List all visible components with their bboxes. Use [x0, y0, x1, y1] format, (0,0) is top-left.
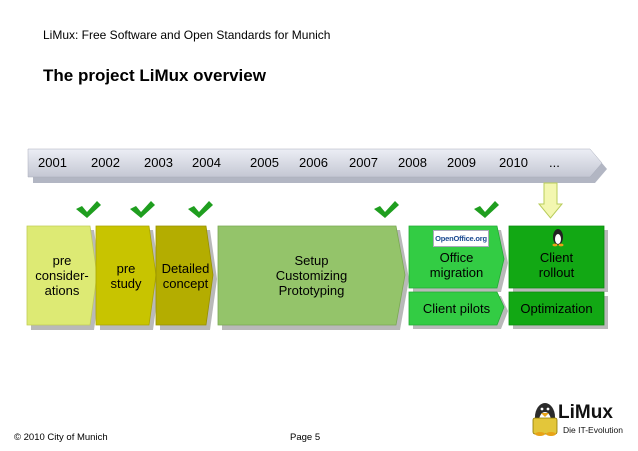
footer-page-number: Page 5	[290, 432, 321, 443]
limux-logo-text: LiMux	[558, 402, 613, 423]
phase-setup	[217, 225, 406, 326]
slide-title: The project LiMux overview	[43, 66, 266, 85]
phase-label-setup: Setup Customizing Prototyping	[275, 253, 348, 298]
phase-label-client-pilots: Client pilots	[422, 301, 491, 316]
phase-client-rollout	[508, 225, 605, 289]
year-label: 2002	[91, 155, 120, 170]
year-label: 2004	[192, 155, 221, 170]
footer-copyright: © 2010 City of Munich	[14, 432, 108, 443]
phase-label-pre-study: pre study	[110, 260, 142, 291]
phase-pre-considerations	[26, 225, 98, 326]
check-icon	[130, 201, 155, 218]
year-label: 2008	[398, 155, 427, 170]
year-label: 2010	[499, 155, 528, 170]
phase-client-pilots	[408, 291, 505, 326]
year-label: 2007	[349, 155, 378, 170]
phase-label-pre-considerations: pre consider- ations	[35, 253, 89, 298]
presentation-subtitle: LiMux: Free Software and Open Standards …	[43, 28, 331, 42]
year-label: 2006	[299, 155, 328, 170]
year-label: 2003	[144, 155, 173, 170]
phase-pre-study	[95, 225, 157, 326]
timeline-arrow-face	[27, 148, 603, 178]
phase-label-client-rollout: Client rollout	[538, 250, 575, 280]
phase-detailed-concept	[155, 225, 214, 326]
phase-optimization	[508, 291, 605, 326]
phase-label-detailed-concept: Detailed concept	[161, 260, 210, 291]
check-icon	[374, 201, 399, 218]
check-icon	[474, 201, 499, 218]
phase-label-office-migration: Office migration	[429, 250, 484, 280]
down-arrow-icon	[537, 182, 564, 219]
openoffice-logo-icon: OpenOffice.org	[433, 230, 489, 247]
check-icon	[188, 201, 213, 218]
phase-label-optimization: Optimization	[520, 301, 593, 316]
year-label: 2001	[38, 155, 67, 170]
limux-logo-mark	[532, 403, 558, 436]
year-label: 2009	[447, 155, 476, 170]
year-label: ...	[549, 155, 560, 170]
year-label: 2005	[250, 155, 279, 170]
limux-logo-tagline: Die IT-Evolution	[563, 425, 623, 435]
tux-icon	[552, 229, 564, 247]
check-icon	[76, 201, 101, 218]
